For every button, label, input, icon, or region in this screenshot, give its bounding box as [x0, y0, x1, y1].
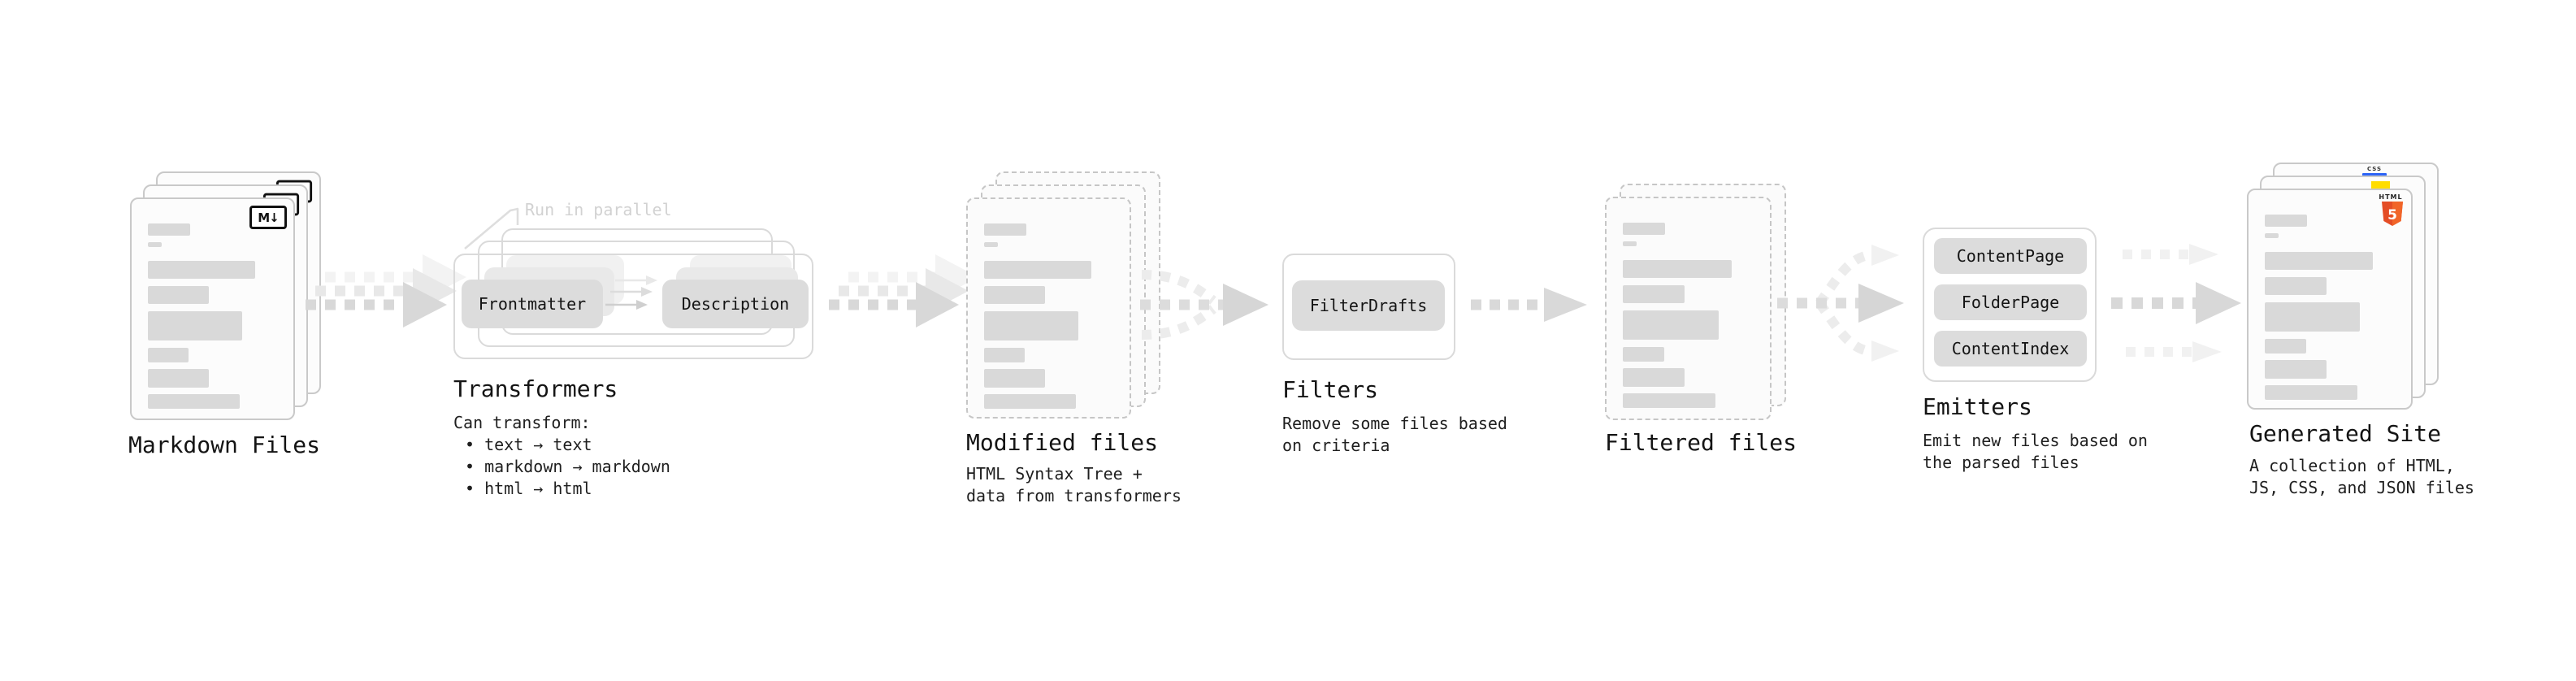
caption-line: Remove some files based — [1282, 414, 1507, 433]
emitter-contentpage-pill: ContentPage — [1934, 238, 2087, 274]
generated-site-label: Generated Site — [2249, 420, 2442, 447]
emitter-contentindex-pill: ContentIndex — [1934, 331, 2087, 367]
callout-line — [464, 207, 519, 249]
generated-site-caption: A collection of HTML, JS, CSS, and JSON … — [2249, 455, 2474, 499]
content-line — [984, 261, 1091, 279]
content-line — [148, 286, 210, 304]
content-line — [984, 369, 1046, 388]
html5-badge: HTML 5 — [2379, 193, 2403, 229]
modified-files-label: Modified files — [966, 429, 1159, 456]
caption-line: A collection of HTML, — [2249, 456, 2455, 475]
markdown-doc-front: M↓ — [130, 197, 295, 420]
transformer-description-pill: Description — [662, 280, 809, 328]
content-line — [1623, 223, 1666, 235]
run-in-parallel-annotation: Run in parallel — [525, 200, 672, 219]
content-line — [148, 242, 163, 247]
content-line — [1623, 393, 1716, 408]
transformers-caption: Can transform: • text → text • markdown … — [453, 412, 670, 500]
content-line — [984, 242, 999, 247]
content-line — [1623, 241, 1637, 246]
content-line — [1623, 347, 1664, 362]
caption-line: data from transformers — [966, 486, 1182, 505]
emitters-label: Emitters — [1923, 393, 2032, 420]
arrow-filters-to-filtered — [1471, 288, 1587, 322]
content-line — [1623, 368, 1685, 387]
transformer-frontmatter-pill: Frontmatter — [462, 280, 603, 328]
doc-content-skeleton — [2265, 215, 2393, 400]
arrow-filtered-to-emitters — [1777, 245, 1904, 362]
caption-bullet: • markdown → markdown — [465, 457, 670, 476]
html5-badge-number: 5 — [2387, 207, 2397, 223]
transformers-label: Transformers — [453, 375, 618, 402]
site-doc-html: HTML 5 — [2247, 189, 2413, 410]
content-line — [1623, 285, 1685, 303]
caption-line: HTML Syntax Tree + — [966, 464, 1143, 484]
content-line — [984, 311, 1079, 340]
html5-shield-icon: 5 — [2382, 202, 2403, 226]
content-line — [1623, 260, 1732, 278]
modified-files-stack — [966, 171, 1165, 423]
content-line — [984, 394, 1077, 409]
arrow-markdown-to-transformers — [306, 254, 466, 327]
css-badge: CSS — [2362, 166, 2387, 176]
filtered-files-label: Filtered files — [1605, 429, 1798, 456]
content-line — [2265, 302, 2360, 332]
arrow-transformers-to-modified — [829, 254, 978, 327]
doc-content-skeleton — [984, 223, 1112, 409]
filter-drafts-pill: FilterDrafts — [1292, 280, 1445, 331]
content-line — [148, 394, 241, 409]
caption-line: Can transform: — [453, 413, 591, 432]
caption-line: Emit new files based on — [1923, 431, 2148, 450]
content-line — [984, 286, 1046, 304]
filtered-files-stack — [1605, 184, 1792, 423]
css-badge-underline — [2362, 173, 2387, 176]
content-line — [148, 261, 255, 279]
caption-line: the parsed files — [1923, 453, 2079, 472]
emitters-caption: Emit new files based on the parsed files — [1923, 430, 2148, 474]
arrow-modified-to-filters — [1140, 270, 1268, 340]
generated-site-stack: CSS HTML 5 — [2247, 163, 2442, 414]
content-line — [2265, 233, 2279, 238]
markdown-files-stack: M↓ M↓ M↓ — [130, 171, 325, 423]
content-line — [2265, 215, 2308, 227]
content-line — [2265, 277, 2327, 295]
content-line — [1623, 310, 1719, 340]
content-line — [2265, 360, 2327, 379]
modified-files-caption: HTML Syntax Tree + data from transformer… — [966, 463, 1182, 507]
content-line — [148, 369, 210, 388]
content-line — [148, 223, 190, 236]
transformers-box-front — [453, 254, 813, 359]
caption-line: on criteria — [1282, 436, 1390, 455]
content-line — [984, 223, 1026, 236]
markdown-files-label: Markdown Files — [128, 432, 321, 458]
parallel-arrows-icon — [605, 275, 657, 310]
caption-bullet: • html → html — [465, 479, 592, 498]
content-line — [148, 348, 189, 362]
caption-line: JS, CSS, and JSON files — [2249, 478, 2474, 497]
content-line — [148, 311, 243, 340]
doc-content-skeleton — [1623, 223, 1752, 408]
html5-badge-label: HTML — [2379, 193, 2403, 201]
content-line — [2265, 385, 2357, 400]
filters-label: Filters — [1282, 376, 1379, 403]
content-line — [2265, 339, 2306, 354]
arrow-emitters-to-site — [2111, 244, 2241, 362]
emitter-folderpage-pill: FolderPage — [1934, 284, 2087, 320]
content-line — [984, 348, 1026, 362]
caption-bullet: • text → text — [465, 435, 592, 454]
content-line — [2265, 252, 2373, 270]
modified-doc-front — [966, 197, 1131, 419]
filters-caption: Remove some files based on criteria — [1282, 413, 1507, 457]
css-badge-label: CSS — [2366, 166, 2383, 172]
filtered-doc-front — [1605, 197, 1772, 420]
doc-content-skeleton — [148, 223, 275, 409]
markdown-icon: M↓ — [249, 206, 287, 229]
